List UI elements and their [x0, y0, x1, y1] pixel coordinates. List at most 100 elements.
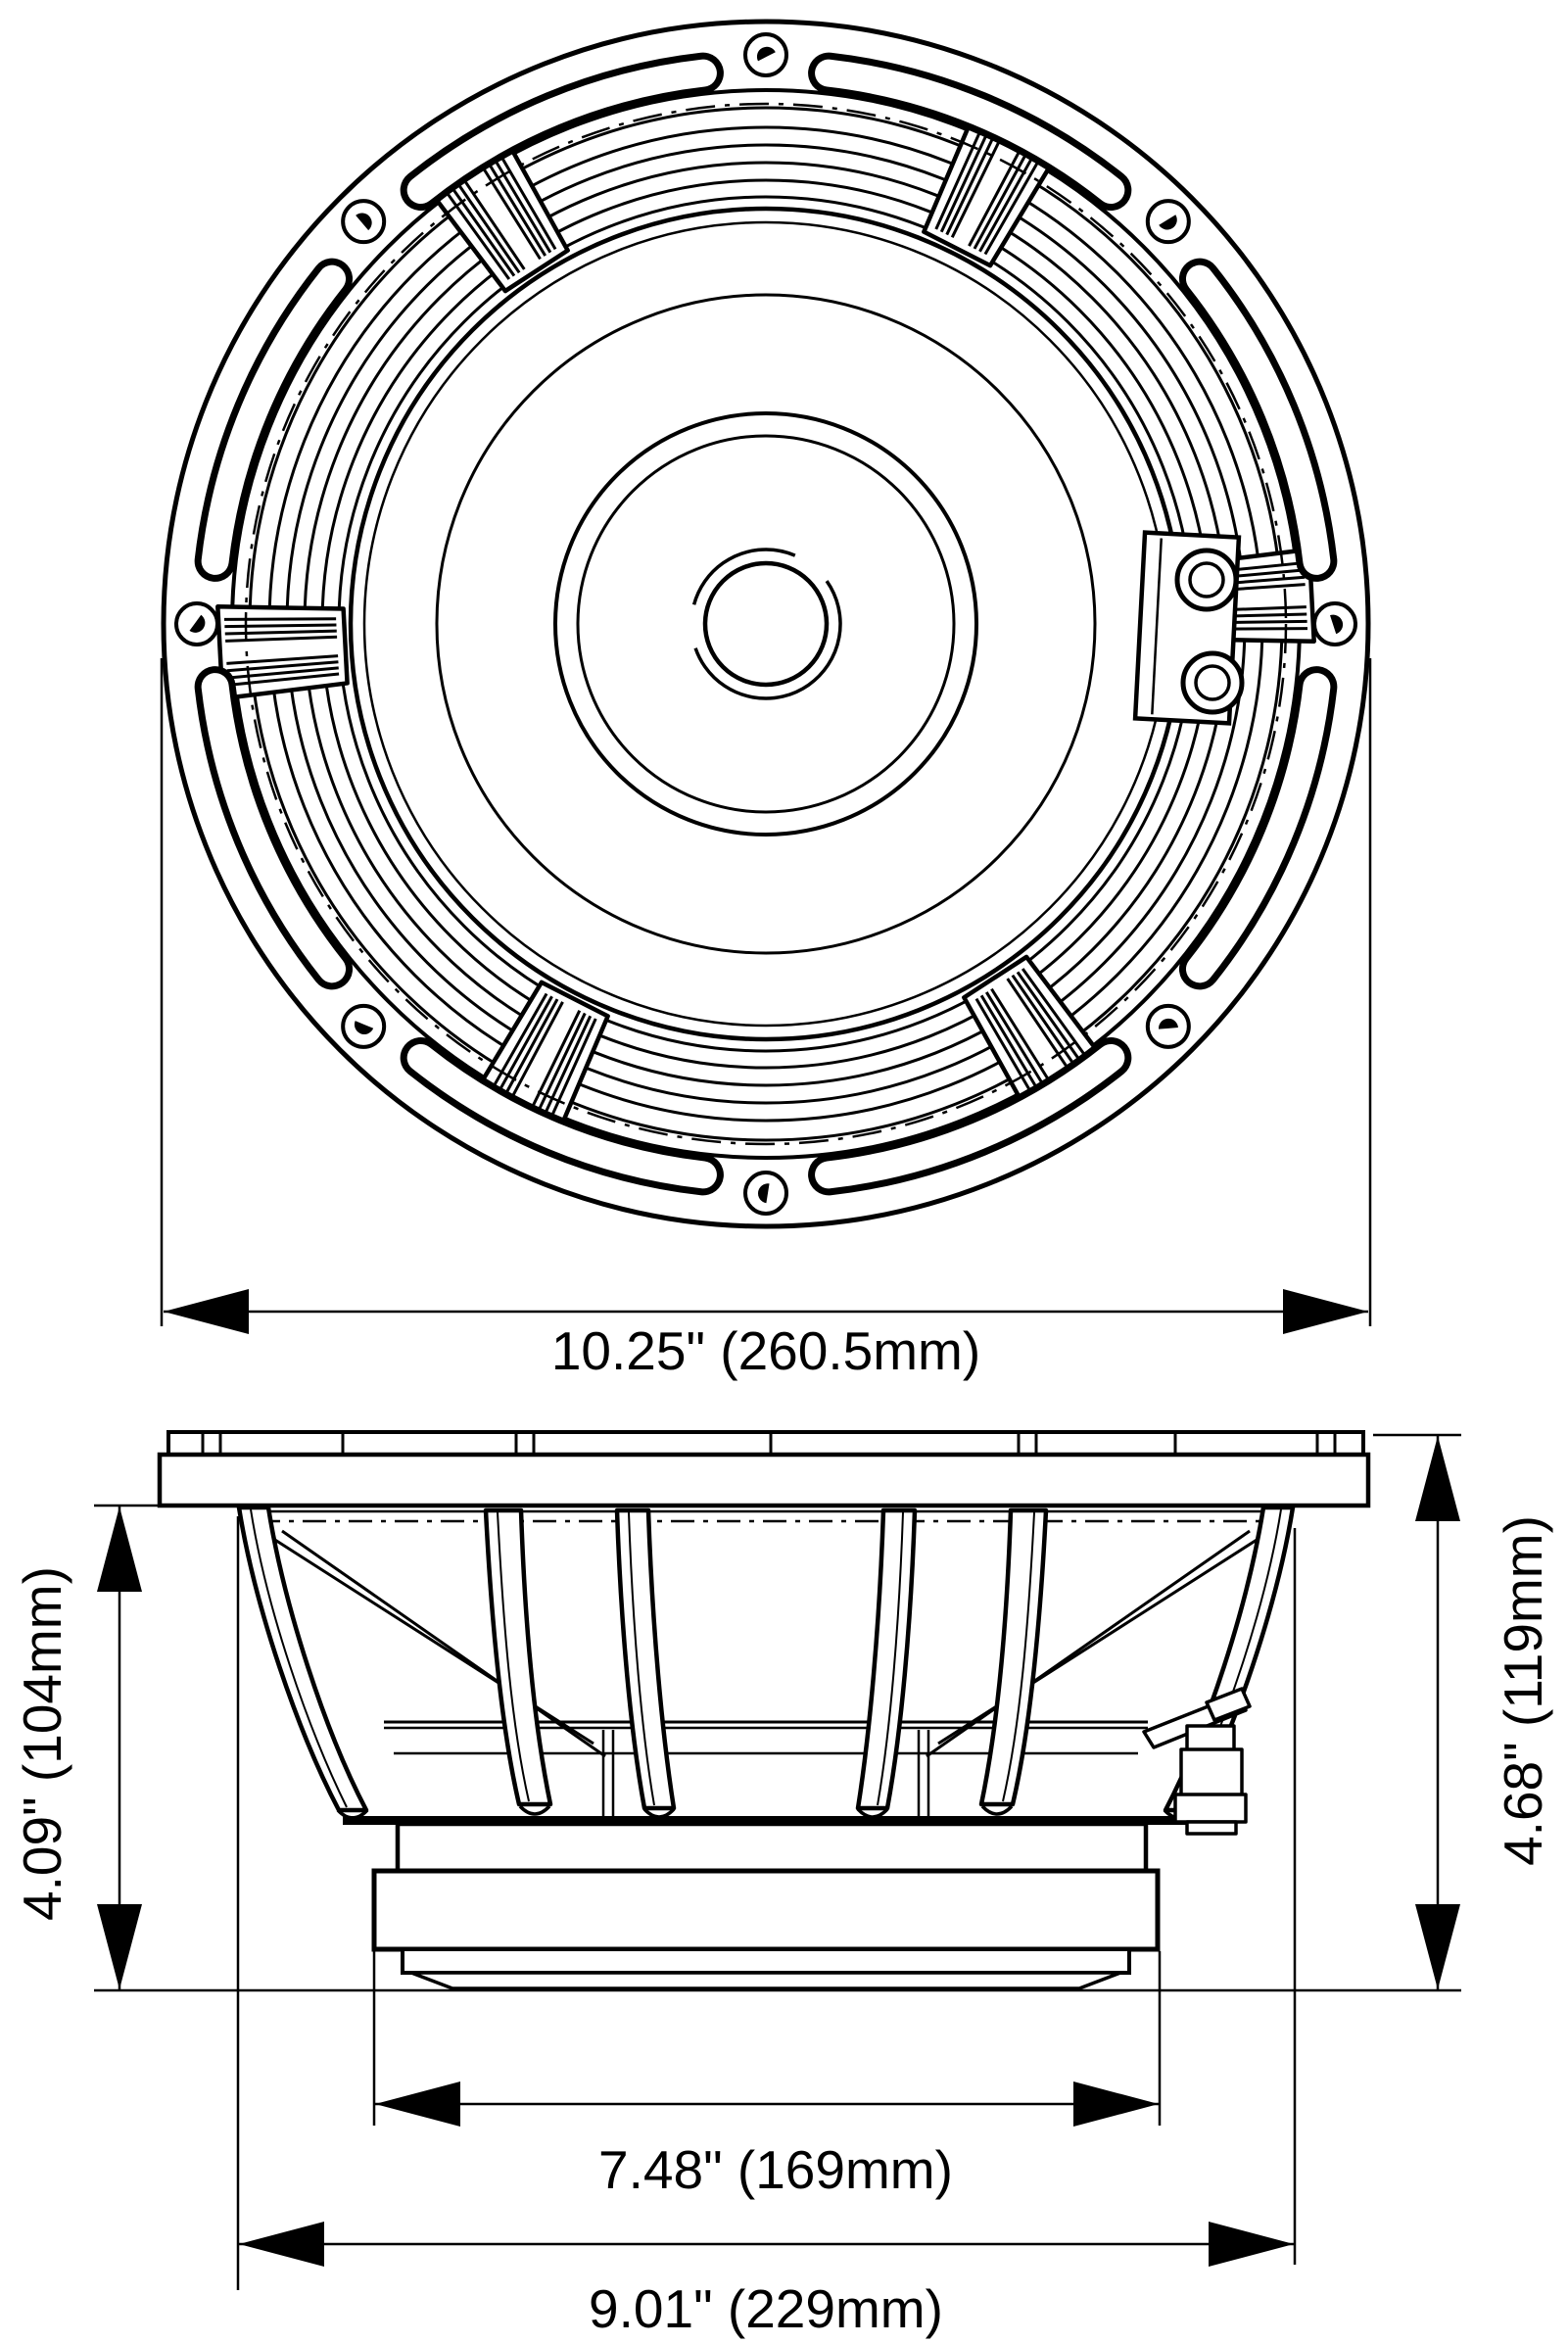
terminal-top: [1185, 1724, 1236, 1753]
terminal-foot: [1173, 1793, 1248, 1824]
spoke-hatch-line: [454, 179, 521, 274]
spoke-hatch-line: [984, 991, 1047, 1089]
dim-magnet-diameter-label: 7.48" (169mm): [598, 2139, 953, 2200]
slot-inner: [815, 59, 1125, 205]
terminal-body-line: [1151, 538, 1164, 715]
basket-spokes: [215, 114, 1316, 1134]
slot-inner: [406, 59, 717, 205]
dim-total-depth-label: 4.68" (119mm): [1493, 1515, 1553, 1866]
spoke-hatch-line: [1021, 968, 1090, 1061]
spoke-hatch-line: [939, 129, 990, 233]
spoke-hatch-line: [224, 629, 337, 636]
spoke: [215, 604, 350, 701]
ring: [362, 220, 1169, 1028]
ring: [337, 195, 1195, 1053]
spoke-hatch-line: [496, 995, 553, 1095]
dim-overall-diameter: 10.25" (260.5mm): [160, 658, 1372, 1381]
gasket-slots: [194, 52, 1338, 1196]
spoke-hatch-line: [460, 175, 526, 270]
arrowhead-right: [1283, 1289, 1368, 1334]
spoke-hatch-line: [492, 155, 552, 254]
screw-head-icon: [356, 213, 372, 231]
ring: [348, 206, 1184, 1042]
ring: [285, 143, 1247, 1105]
arrowhead-left: [164, 1289, 249, 1334]
slot-inner: [406, 1043, 717, 1189]
leg-inner-left-1: [483, 1507, 553, 1807]
spoke-hatch-line: [479, 163, 542, 261]
spoke-hatch-line: [226, 660, 339, 673]
arrowhead-up: [97, 1507, 142, 1592]
foot-ring: [343, 1816, 1189, 1825]
spoke-hatch-line: [547, 1018, 597, 1122]
spoke-hatch-line: [226, 654, 339, 665]
mounting-flange: [157, 1452, 1371, 1508]
spoke-hatch-line: [950, 136, 1003, 239]
back-plate: [401, 1947, 1131, 1975]
spoke-hatch-line: [226, 666, 339, 680]
dimensions: 10.25" (260.5mm) 4.09" (104mm) 4.68" (11…: [12, 658, 1553, 2339]
leg-inner-right-1: [978, 1507, 1049, 1807]
dim-magnet-diameter: 7.48" (169mm): [372, 1951, 1162, 2200]
bolt-circle-and-vent: [244, 102, 1288, 1146]
spoke-hatch-line: [449, 183, 516, 277]
dim-total-depth: 4.68" (119mm): [1373, 1433, 1553, 1989]
spoke-hatch-line: [502, 998, 559, 1098]
dim-basket-rear-diameter-label: 9.01" (229mm): [589, 2278, 943, 2339]
ring: [435, 293, 1097, 955]
spoke-hatch-line: [225, 635, 338, 643]
vent-ring: [689, 548, 842, 700]
top-plate: [395, 1821, 1149, 1874]
arrowhead-left: [375, 2081, 460, 2127]
slot-inner: [201, 264, 347, 575]
side-view: [157, 1430, 1371, 1990]
dim-mounting-depth-label: 4.09" (104mm): [12, 1566, 72, 1921]
ring: [248, 106, 1284, 1142]
spoke-hatch-line: [1011, 974, 1077, 1069]
spoke-hatch-line: [968, 146, 1023, 247]
front-view: [161, 19, 1371, 1229]
leg-inner-right-2: [855, 1507, 918, 1811]
dim-overall-diameter-label: 10.25" (260.5mm): [551, 1320, 980, 1381]
screw-head-icon: [756, 46, 776, 62]
spoke-hatch-line: [542, 1015, 593, 1119]
back-plate-bump: [409, 1971, 1122, 1990]
spoke-hatch-line: [974, 997, 1034, 1097]
gasket-strip: [166, 1430, 1365, 1457]
terminal-ring-bottom: [1180, 650, 1245, 715]
terminal-lip: [1185, 1820, 1238, 1836]
leg-inner-left-2: [614, 1507, 677, 1811]
arrowhead-down: [1415, 1904, 1460, 1989]
spoke-hatch-line: [442, 187, 511, 280]
spoke-hatch-line: [535, 1012, 587, 1116]
spoke-hatch-line: [973, 150, 1029, 250]
terminal-mid: [1179, 1747, 1244, 1798]
spoke-hatch-line: [223, 617, 337, 621]
spoke-hatch-line: [490, 992, 548, 1092]
spoke-hatch-line: [508, 1001, 564, 1102]
spoke-hatch-line: [227, 672, 340, 687]
spoke-hatch-line: [529, 1009, 582, 1112]
cone-profile: [241, 1509, 1291, 1758]
magnet: [371, 1868, 1161, 1952]
arrowhead-right: [1073, 2081, 1159, 2127]
ring: [320, 178, 1212, 1070]
leg-accent-lines: [250, 1508, 1282, 1808]
ring: [267, 125, 1264, 1123]
spoke-hatch-line: [224, 623, 337, 629]
slot-inner: [815, 1043, 1125, 1189]
ring: [553, 411, 978, 837]
ring: [161, 19, 1371, 1229]
ring: [576, 434, 956, 814]
terminal-ring-top: [1174, 548, 1239, 612]
arrowhead-right: [1209, 2222, 1294, 2267]
screw-head-icon: [1330, 614, 1344, 635]
terminal-tab: [1205, 1687, 1252, 1722]
spoke-hatch-line: [983, 156, 1042, 256]
basket-legs: [236, 1505, 1296, 1813]
arrowhead-down: [97, 1904, 142, 1989]
spider-shelf: [384, 1720, 1148, 1816]
screw-head-icon: [189, 614, 206, 633]
